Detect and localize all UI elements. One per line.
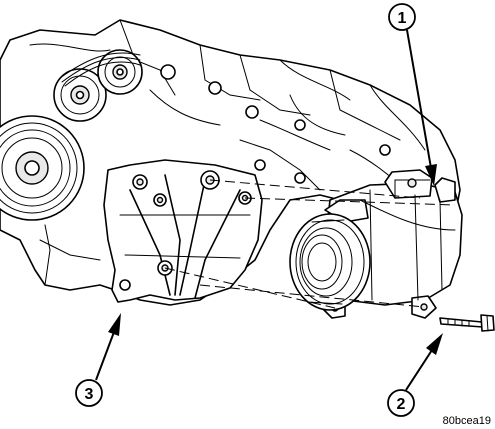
- callout-2-circle: [387, 389, 415, 417]
- idler-pulley: [53, 68, 107, 122]
- callout-3-arrowhead: [108, 313, 121, 336]
- callout-2-arrowhead: [426, 333, 443, 355]
- callout-1-arrowhead: [425, 164, 437, 186]
- callout-2-number: 2: [397, 396, 406, 413]
- callout-3: 3: [75, 313, 121, 407]
- callout-3-circle: [75, 379, 103, 407]
- tensioner-pulley: [97, 49, 143, 95]
- ac-compressor: [289, 169, 463, 319]
- callout-3-number: 3: [85, 386, 94, 403]
- callout-2-leader: [405, 349, 433, 391]
- callout-1-circle: [388, 3, 416, 31]
- callout-1-number: 1: [398, 10, 407, 27]
- compressor-mounting-bracket: [103, 159, 263, 303]
- crankshaft-pulley: [0, 115, 85, 221]
- callout-2: 2: [387, 333, 443, 417]
- callout-3-leader: [95, 331, 115, 381]
- mounting-bolt: [439, 314, 495, 332]
- callout-1-leader: [406, 29, 432, 169]
- alignment-lines: [164, 179, 456, 309]
- figure-code: 80bcea19: [443, 415, 491, 427]
- belt-ribs: [59, 52, 141, 87]
- callout-1: 1: [388, 3, 437, 186]
